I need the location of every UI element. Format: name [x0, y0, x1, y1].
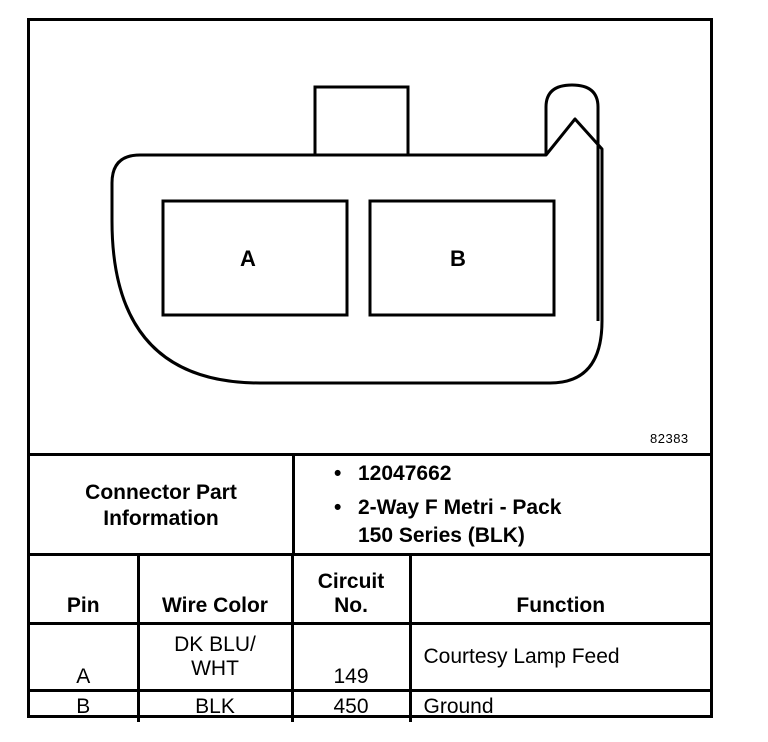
- connector-type-line1: 2-Way F Metri - Pack: [358, 496, 562, 519]
- bullet-icon: •: [334, 462, 342, 485]
- cell-pin: B: [30, 689, 140, 722]
- connector-info-item: • 2-Way F Metri - Pack 150 Series (BLK): [328, 494, 708, 550]
- connector-info-label-line2: Information: [103, 507, 219, 530]
- table-row: A DK BLU/ WHT 149 Courtesy Lamp Feed: [30, 622, 710, 692]
- connector-info-label: Connector Part Information: [30, 456, 295, 556]
- part-number: 12047662: [358, 462, 452, 485]
- header-pin: Pin: [30, 553, 140, 625]
- cavity-a: [161, 199, 349, 317]
- cell-pin: A: [30, 622, 140, 692]
- cavity-b: [368, 199, 556, 317]
- locking-tab: [313, 85, 410, 157]
- cell-circuit: 450: [290, 689, 412, 722]
- connector-face-diagram: A B: [110, 83, 604, 385]
- cell-wire-color: DK BLU/ WHT: [136, 622, 294, 692]
- connector-type-line2: 150 Series (BLK): [358, 524, 525, 547]
- connector-body-outline: [110, 117, 604, 385]
- connector-sheet: A B 82383 Connector Part Information • 1…: [27, 18, 713, 722]
- cell-wire-color-line1: DK BLU/: [174, 633, 256, 656]
- connector-info-row: Connector Part Information • 12047662 • …: [30, 453, 710, 556]
- cavity-b-label: B: [450, 246, 466, 271]
- table-row: B BLK 450 Ground: [30, 689, 710, 722]
- header-wire-color: Wire Color: [136, 553, 294, 625]
- cell-circuit: 149: [290, 622, 412, 692]
- cell-wire-color-line2: WHT: [191, 657, 239, 680]
- bullet-icon: •: [334, 496, 342, 519]
- header-function: Function: [408, 553, 710, 625]
- cell-wire-color: BLK: [136, 689, 294, 722]
- header-circuit-line1: Circuit: [317, 570, 385, 593]
- cell-function: Courtesy Lamp Feed: [408, 622, 710, 692]
- connector-info-label-line1: Connector Part: [85, 481, 237, 504]
- table-header-row: Pin Wire Color Circuit No. Function: [30, 553, 710, 625]
- latch-tab: [544, 83, 600, 321]
- header-circuit: Circuit No.: [290, 553, 412, 625]
- pinout-table: Pin Wire Color Circuit No. Function A DK…: [30, 553, 710, 722]
- header-circuit-line2: No.: [334, 594, 368, 617]
- figure-id: 82383: [650, 431, 689, 446]
- connector-info-item: • 12047662: [328, 460, 708, 488]
- connector-info-list: • 12047662 • 2-Way F Metri - Pack 150 Se…: [328, 460, 708, 556]
- cavity-a-label: A: [240, 246, 256, 271]
- cell-function: Ground: [408, 689, 710, 722]
